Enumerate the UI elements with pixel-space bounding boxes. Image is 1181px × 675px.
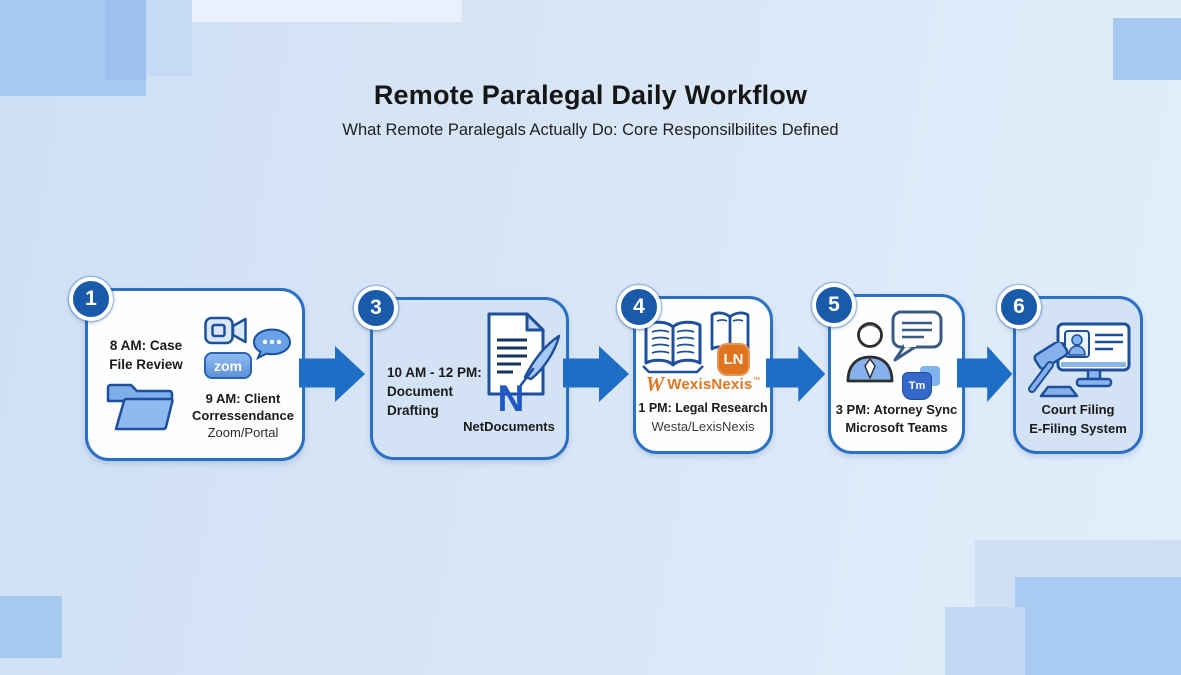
flow-arrow-icon — [299, 345, 365, 403]
step1-client-task-label: 9 AM: Client Corressendance Zoom/Portal — [188, 390, 298, 441]
page-title: Remote Paralegal Daily Workflow — [373, 80, 808, 110]
speech-bubble-lines-icon — [891, 310, 943, 362]
step1-morning-task-label: 8 AM: Case File Review — [109, 338, 183, 372]
step4-task-label: 1 PM: Legal Research — [638, 401, 768, 415]
step-number-badge: 6 — [997, 285, 1041, 329]
netdocuments-logo-letter: N — [497, 378, 525, 419]
zoom-logo-badge: zom — [204, 352, 252, 379]
step-box-6: 6 Court Filing E-Filing System — [997, 285, 1143, 454]
page-subtitle: What Remote Paralegals Actually Do: Core… — [342, 121, 839, 139]
step3-task-label: 10 AM - 12 PM: Document Drafting — [387, 365, 482, 418]
deco-rect — [1015, 577, 1181, 675]
deco-rect — [106, 0, 146, 80]
deco-rect — [192, 0, 462, 22]
step1-client-task-bold: 9 AM: Client Corressendance — [192, 391, 294, 423]
lexisnexis-logo-badge: LN — [717, 343, 750, 376]
person-icon — [846, 322, 894, 383]
chat-bubble-icon — [252, 328, 292, 360]
trademark-mark: ™ — [752, 375, 761, 385]
deco-rect — [1113, 18, 1181, 80]
step-number-badge: 5 — [812, 283, 856, 327]
teams-icon-main: Tm — [902, 372, 932, 400]
step-number-badge: 1 — [69, 277, 113, 321]
step1-client-task-tool: Zoom/Portal — [207, 425, 279, 440]
document-quill-icon — [487, 312, 561, 396]
step-number-badge: 4 — [617, 285, 661, 329]
step5-task-label: 3 PM: Atorney Sync Microsoft Teams — [835, 402, 958, 435]
step4-task-tools: Westa/LexisNexis — [651, 419, 755, 434]
open-book-icon — [642, 320, 704, 374]
header: Remote Paralegal Daily Workflow What Rem… — [0, 80, 1181, 140]
gavel-icon — [1028, 342, 1079, 398]
step-number-badge: 3 — [354, 286, 398, 330]
step-box-5: 5 Tm 3 PM: Atorney Sync Microsoft Teams — [812, 283, 965, 454]
video-camera-icon — [204, 316, 247, 345]
brand-name: WexisNexis — [667, 376, 753, 393]
step6-task-label: Court Filing E-Filing System — [1029, 402, 1127, 436]
folder-icon — [106, 383, 174, 431]
flow-arrow-icon — [766, 345, 826, 403]
step-box-3: 3 10 AM - 12 PM: Document Drafting N Net… — [354, 286, 569, 460]
deco-rect — [146, 0, 192, 76]
netdocuments-label: NetDocuments — [463, 419, 555, 434]
deco-rect — [0, 596, 62, 658]
step-box-1: 1 8 AM: Case File Review zom 9 AM: Clien… — [69, 277, 305, 461]
deco-rect — [945, 607, 1025, 675]
microsoft-teams-icon: Tm — [902, 366, 940, 404]
flow-arrow-icon — [957, 345, 1013, 403]
monitor-profile-icon — [1056, 322, 1131, 388]
flow-arrow-icon — [563, 345, 629, 403]
westlaw-logo-letter: W — [645, 372, 665, 396]
